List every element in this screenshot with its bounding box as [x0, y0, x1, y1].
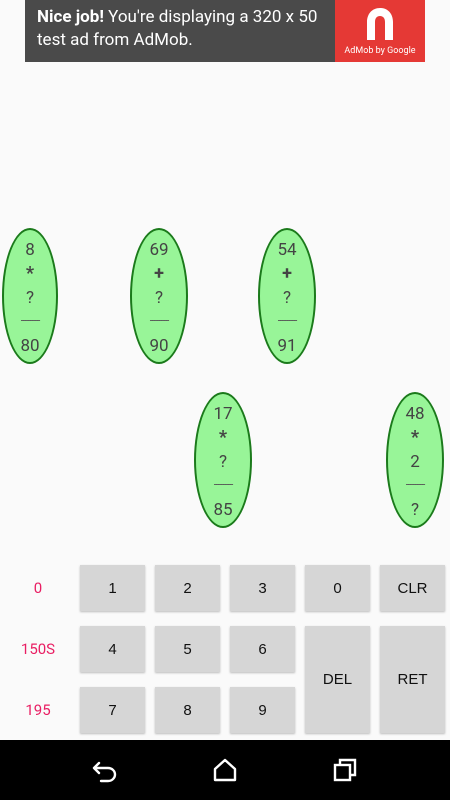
puzzle-divider: --------	[213, 477, 234, 491]
puzzle-top-number: 48	[405, 404, 425, 424]
back-icon[interactable]	[89, 754, 121, 786]
total-label: 195	[25, 701, 51, 719]
ad-text: Nice job! You're displaying a 320 x 50 t…	[37, 6, 337, 52]
puzzle-ellipse[interactable]: 8 * ? -------- 80	[2, 228, 58, 364]
puzzle-middle-number: 2	[410, 452, 420, 472]
puzzle-ellipse[interactable]: 48 * 2 -------- ?	[386, 392, 444, 528]
puzzle-ellipse[interactable]: 69 + ? -------- 90	[130, 228, 188, 364]
key-6-button[interactable]: 6	[230, 626, 295, 672]
puzzle-top-number: 69	[149, 240, 169, 260]
puzzle-result: 80	[20, 336, 40, 356]
key-9-button[interactable]: 9	[230, 687, 295, 733]
key-1-button[interactable]: 1	[80, 565, 145, 611]
puzzle-operator: *	[410, 427, 420, 448]
puzzle-operator: +	[282, 263, 292, 284]
puzzle-middle-number: ?	[282, 288, 292, 308]
key-8-button[interactable]: 8	[155, 687, 220, 733]
ad-strong-text: Nice job!	[37, 7, 104, 27]
navigation-bar	[0, 740, 450, 800]
time-remaining-label: 150S	[20, 640, 56, 658]
puzzle-result: 85	[213, 500, 233, 520]
admob-logo-icon	[367, 8, 393, 40]
puzzle-top-number: 54	[277, 240, 297, 260]
puzzle-result: ?	[410, 500, 420, 520]
return-button[interactable]: RET	[380, 626, 445, 733]
puzzle-result: 91	[277, 336, 297, 356]
key-2-button[interactable]: 2	[155, 565, 220, 611]
puzzle-middle-number: ?	[154, 288, 164, 308]
puzzle-operator: *	[25, 263, 35, 284]
key-7-button[interactable]: 7	[80, 687, 145, 733]
clear-button[interactable]: CLR	[380, 565, 445, 611]
admob-logo-label: AdMob by Google	[344, 46, 416, 56]
puzzle-result: 90	[149, 336, 169, 356]
key-5-button[interactable]: 5	[155, 626, 220, 672]
puzzle-divider: --------	[20, 313, 41, 327]
score-label: 0	[33, 579, 43, 597]
key-3-button[interactable]: 3	[230, 565, 295, 611]
ad-banner[interactable]: Nice job! You're displaying a 320 x 50 t…	[25, 0, 425, 62]
puzzle-operator: *	[218, 427, 228, 448]
ad-body-text: You're displaying a 320 x 50 test ad fro…	[37, 7, 318, 50]
puzzle-middle-number: ?	[25, 288, 35, 308]
admob-logo: AdMob by Google	[335, 0, 425, 62]
puzzle-divider: --------	[277, 313, 298, 327]
recents-icon[interactable]	[329, 754, 361, 786]
delete-button[interactable]: DEL	[305, 626, 370, 733]
puzzle-ellipse[interactable]: 54 + ? -------- 91	[258, 228, 316, 364]
puzzle-ellipse[interactable]: 17 * ? -------- 85	[194, 392, 252, 528]
puzzle-operator: +	[154, 263, 164, 284]
key-4-button[interactable]: 4	[80, 626, 145, 672]
key-0-button[interactable]: 0	[305, 565, 370, 611]
home-icon[interactable]	[209, 754, 241, 786]
puzzle-divider: --------	[149, 313, 170, 327]
puzzle-divider: --------	[405, 477, 426, 491]
puzzle-top-number: 8	[25, 240, 35, 260]
puzzle-middle-number: ?	[218, 452, 228, 472]
puzzle-top-number: 17	[213, 404, 233, 424]
